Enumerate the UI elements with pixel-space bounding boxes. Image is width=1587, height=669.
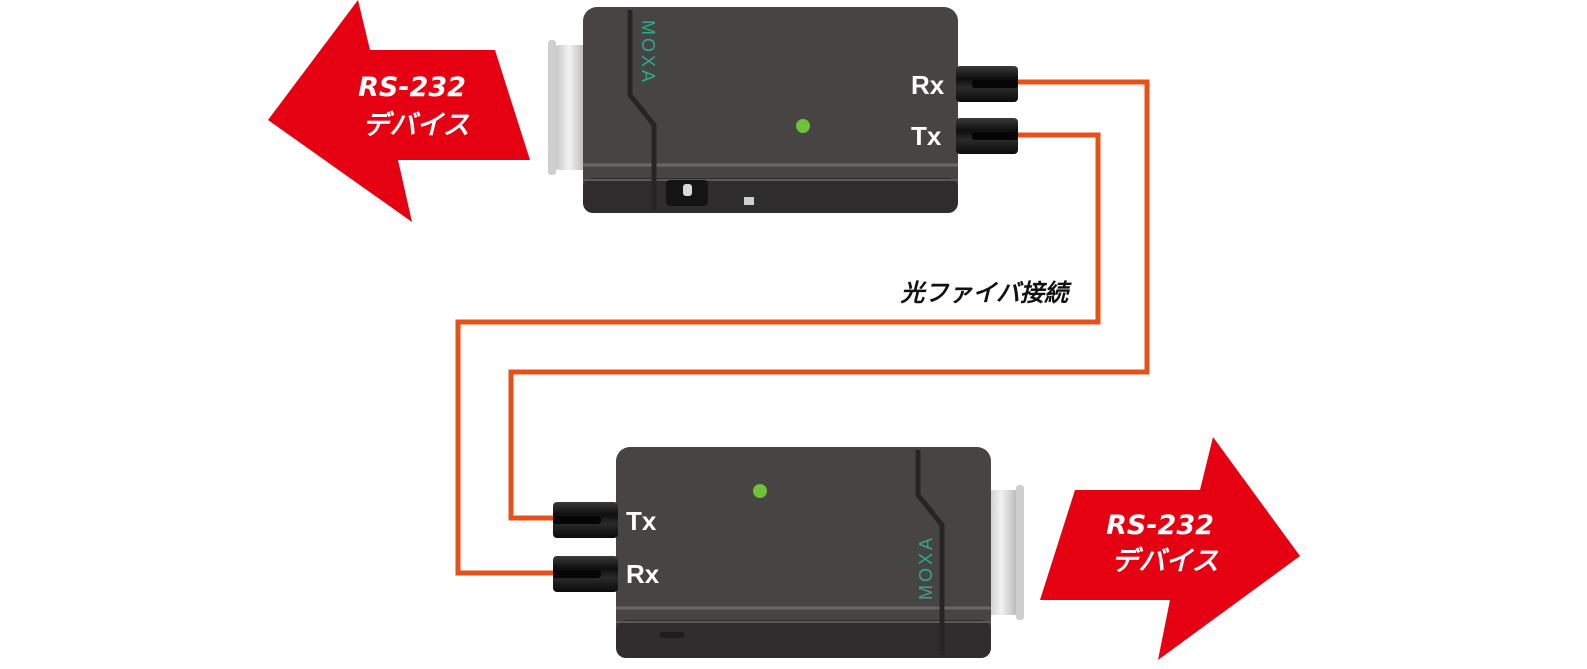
top-rx-label: Rx xyxy=(911,70,945,100)
top-device-base xyxy=(583,178,958,213)
fiber-top-rx-to-bottom-tx xyxy=(508,79,1150,521)
fiber-top-tx-to-bottom-rx xyxy=(455,132,1101,576)
right-arrow-shape xyxy=(1040,437,1300,660)
left-rs232-arrow: RS-232 デバイス xyxy=(268,0,530,222)
bottom-tx-connector-ferrule xyxy=(553,516,601,524)
bottom-rx-connector-ferrule xyxy=(553,570,601,578)
bottom-device-panel-line xyxy=(915,450,945,655)
top-power-jack-pin xyxy=(683,184,692,196)
bottom-brand-label: MOXA xyxy=(916,535,936,600)
top-tx-label: Tx xyxy=(911,121,942,151)
top-db9-ring xyxy=(548,40,556,175)
bottom-status-led xyxy=(753,484,767,498)
bottom-db9-ring xyxy=(1016,485,1024,620)
bottom-vent xyxy=(660,632,684,638)
right-arrow-line2: デバイス xyxy=(1111,546,1218,577)
bottom-tx-label: Tx xyxy=(626,506,657,536)
right-rs232-arrow: RS-232 デバイス xyxy=(1040,437,1300,660)
top-status-led xyxy=(796,119,810,133)
left-arrow-shape xyxy=(268,0,530,222)
top-device-body xyxy=(583,7,958,212)
bottom-device-base xyxy=(616,620,991,658)
bottom-db9-connector xyxy=(985,490,1021,615)
bottom-converter-device: MOXA Tx Rx xyxy=(553,447,1024,658)
left-arrow-line1: RS-232 xyxy=(358,72,466,103)
bottom-rx-label: Rx xyxy=(626,559,660,589)
top-rx-connector-ferrule xyxy=(972,80,1018,88)
top-brand-label: MOXA xyxy=(638,20,658,85)
top-device-panel-line xyxy=(627,10,657,210)
top-tx-connector-ferrule xyxy=(972,132,1018,140)
right-arrow-line1: RS-232 xyxy=(1106,510,1214,541)
top-converter-device: MOXA Rx Tx xyxy=(548,7,1018,213)
fiber-cables xyxy=(455,79,1150,576)
bottom-device-body xyxy=(616,447,991,657)
top-db9-connector xyxy=(553,45,589,170)
left-arrow-line2: デバイス xyxy=(362,110,469,141)
top-dip-switch-knob xyxy=(744,197,754,205)
fiber-connection-label: 光ファイバ接続 xyxy=(899,279,1072,307)
